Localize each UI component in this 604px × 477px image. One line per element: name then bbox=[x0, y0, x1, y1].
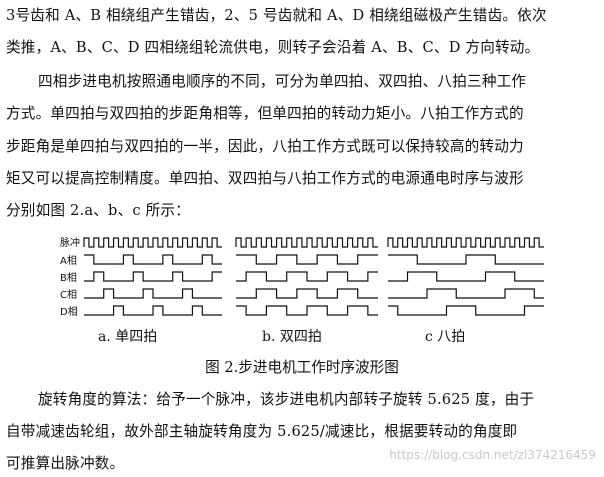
phase-d-waveform bbox=[84, 305, 222, 316]
text-line: 步距角是单四拍与双四拍的一半，因此，八拍工作方式既可以保持较高的转动力 bbox=[6, 138, 524, 155]
timing-diagram: 脉冲 A相 B相 C相 D相 bbox=[60, 236, 544, 318]
phase-a-waveform bbox=[236, 254, 378, 265]
phase-c-waveform bbox=[236, 288, 378, 299]
text-line: 3号齿和 A、B 相绕组产生错齿，2、5 号齿就和 A、D 相绕组磁极产生错齿。… bbox=[6, 7, 547, 24]
row-label-a: A相 bbox=[60, 254, 77, 267]
text-line: 旋转角度的算法：给予一个脉冲，该步进电机内部转子旋转 5.625 度，由于 bbox=[38, 391, 535, 408]
text-line: 分别如图 2.a、b、c 所示： bbox=[6, 202, 190, 219]
text-line: 可推算出脉冲数。 bbox=[6, 455, 125, 472]
phase-c-waveform bbox=[84, 288, 222, 299]
phase-d-waveform bbox=[388, 305, 544, 316]
phase-b-waveform bbox=[388, 271, 544, 282]
row-label-d: D相 bbox=[60, 305, 78, 318]
panel-label-c: c 八拍 bbox=[425, 329, 466, 345]
pulse-waveform bbox=[83, 237, 222, 248]
text-line: 矩又可以提高控制精度。单四拍、双四拍与八拍工作方式的电源通电时序与波形 bbox=[6, 170, 524, 187]
panel-label-b: b. 双四拍 bbox=[262, 329, 322, 345]
row-label-c: C相 bbox=[60, 288, 77, 301]
phase-a-waveform bbox=[84, 254, 222, 265]
watermark: https://blog.csdn.net/zl374216459 bbox=[389, 448, 596, 462]
figure-caption: 图 2.步进电机工作时序波形图 bbox=[205, 359, 399, 376]
text-line: 方式。单四拍与双四拍的步距角相等，但单四拍的转动力矩小。八拍工作方式的 bbox=[6, 105, 524, 122]
phase-c-waveform bbox=[388, 288, 544, 299]
panel-label-a: a. 单四拍 bbox=[98, 329, 158, 345]
phase-b-waveform bbox=[236, 271, 378, 282]
phase-b-waveform bbox=[84, 271, 222, 282]
text-line: 类推，A、B、C、D 四相绕组轮流供电，则转子会沿着 A、B、C、D 方向转动。 bbox=[6, 39, 540, 56]
phase-a-waveform bbox=[388, 254, 544, 265]
pulse-waveform bbox=[387, 237, 544, 248]
phase-d-waveform bbox=[236, 305, 378, 316]
pulse-waveform bbox=[235, 237, 378, 248]
row-label-pulse: 脉冲 bbox=[60, 236, 80, 249]
row-label-b: B相 bbox=[60, 271, 77, 284]
text-line: 自带减速齿轮组，故外部主轴旋转角度为 5.625/减速比，根据要转动的角度即 bbox=[6, 423, 518, 440]
text-line: 四相步进电机按照通电顺序的不同，可分为单四拍、双四拍、八拍三种工作 bbox=[38, 73, 527, 90]
